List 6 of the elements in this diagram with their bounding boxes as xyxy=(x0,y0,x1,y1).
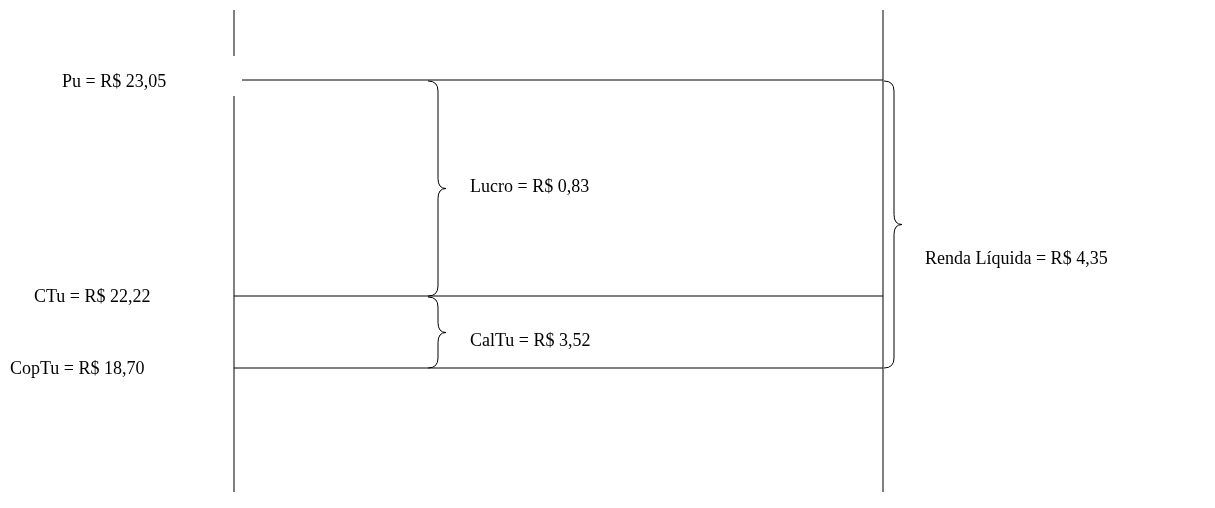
value-label: Lucro = R$ 0,83 xyxy=(470,176,590,196)
value-label: CTu = R$ 22,22 xyxy=(34,286,151,306)
value-label: Renda Líquida = R$ 4,35 xyxy=(925,248,1108,268)
value-label: Pu = R$ 23,05 xyxy=(62,71,167,91)
value-label: CalTu = R$ 3,52 xyxy=(470,330,591,350)
value-label: CopTu = R$ 18,70 xyxy=(10,358,145,378)
